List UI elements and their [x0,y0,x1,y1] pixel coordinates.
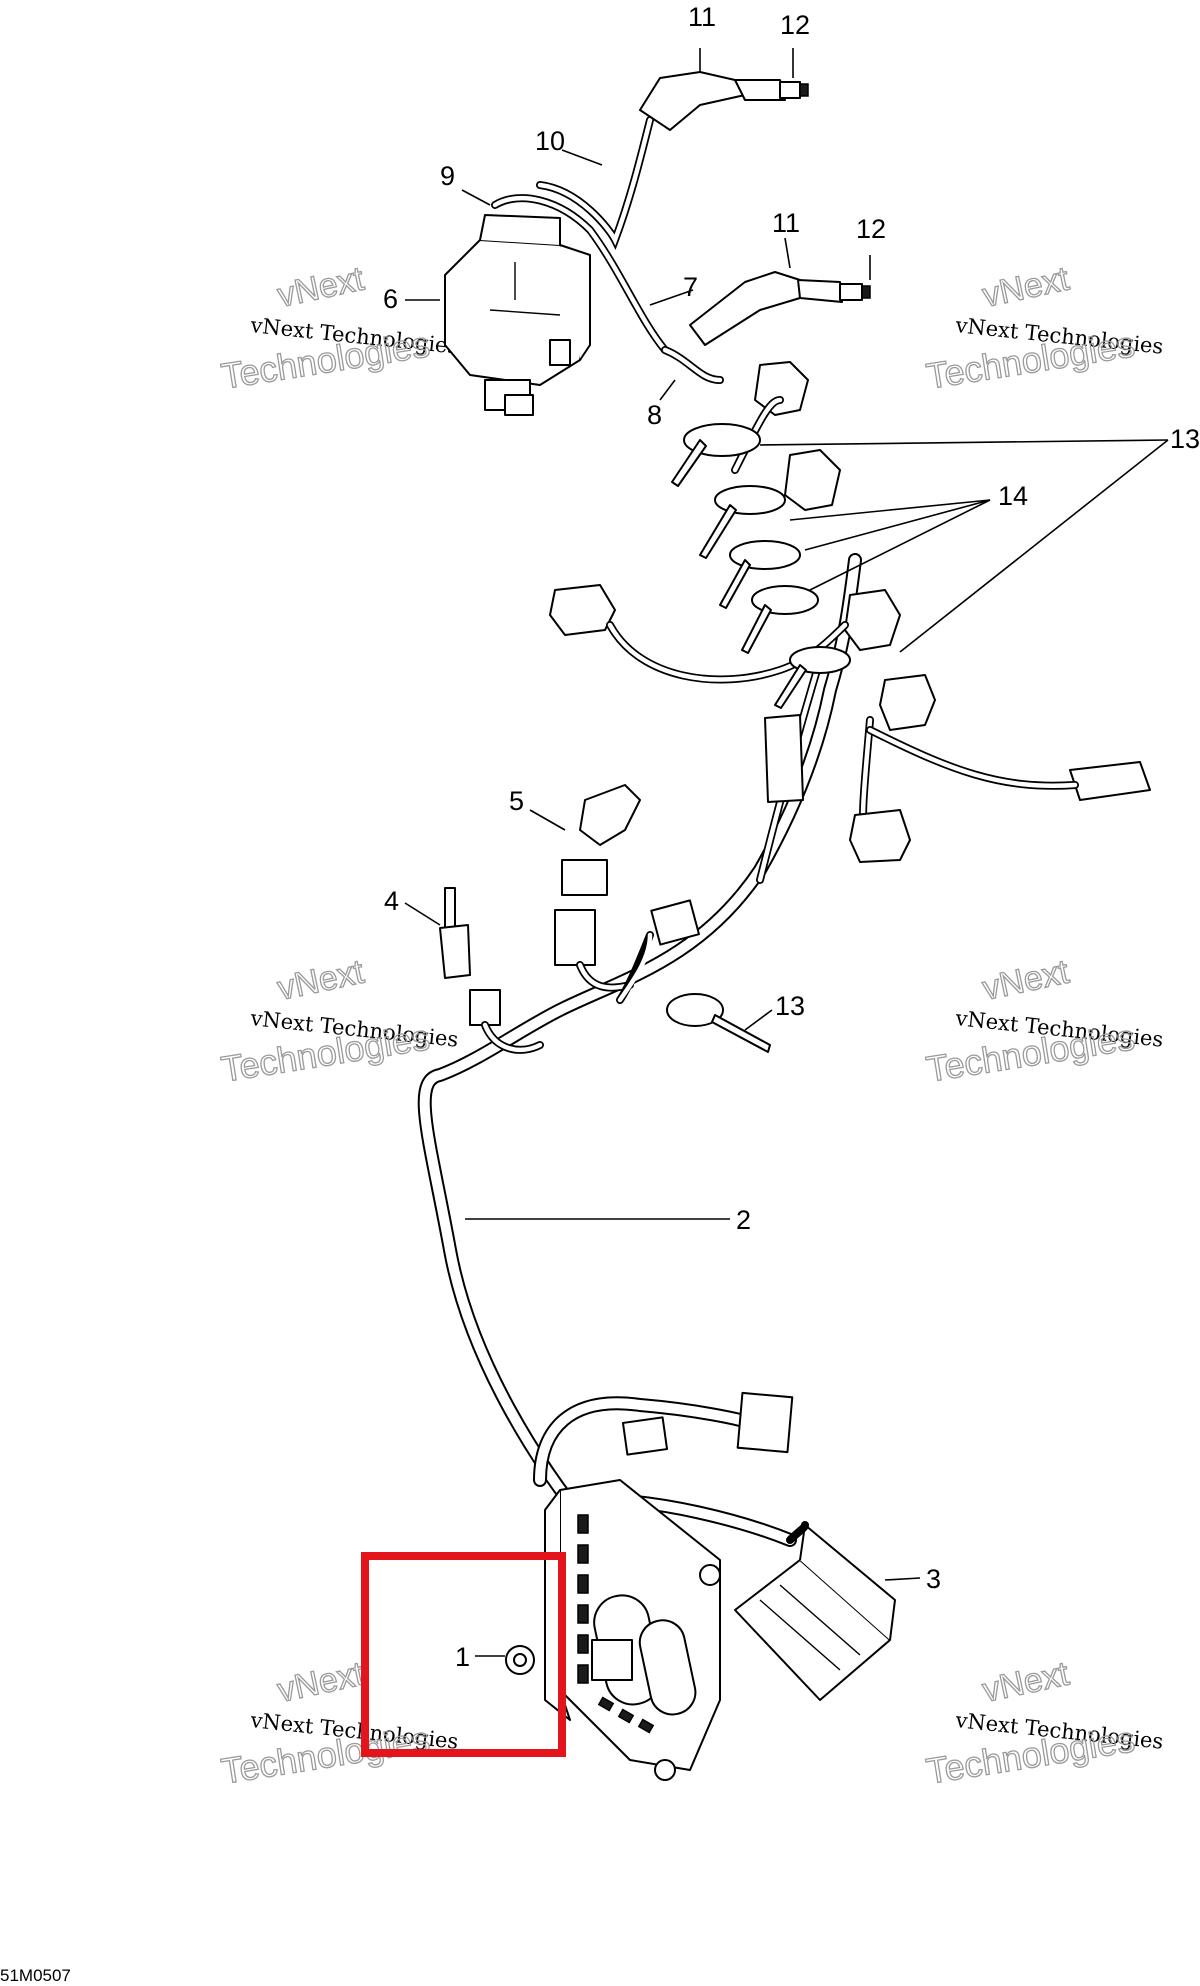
callout-13: 13 [775,991,805,1021]
callout-12: 12 [780,10,810,40]
sensors [439,784,700,1054]
watermark-brand-small: vNext [979,260,1072,315]
leader-lines [404,48,1169,1657]
callout-14: 14 [998,481,1028,511]
watermark-brand-small: vNext [979,1655,1072,1710]
callout-1: 1 [455,1642,470,1672]
callout-2: 2 [736,1205,751,1235]
callout-9: 9 [440,161,455,191]
callout-5: 5 [509,786,524,816]
drawing-code: 51M0507 [0,1966,71,1985]
callout-12: 12 [856,214,886,244]
callout-10: 10 [535,126,565,156]
fuse-box [505,1479,721,1781]
callout-7: 7 [683,272,698,302]
callout-11: 11 [772,208,800,238]
callout-3: 3 [926,1564,941,1594]
callout-8: 8 [647,400,662,430]
injector-connectors [549,361,1151,1053]
watermark-brand-small: vNext [274,1655,367,1710]
callouts: 11 12 10 9 11 12 7 6 8 13 14 5 4 13 2 3 … [383,2,1200,1672]
callout-6: 6 [383,284,398,314]
fuse-slots [577,1514,655,1734]
watermark-brand-small: vNext [274,953,367,1008]
callout-11: 11 [688,2,716,32]
highlight-box [361,1552,566,1757]
watermark-brand-small: vNext [274,260,367,315]
callout-13: 13 [1170,424,1200,454]
main-harness [417,553,874,1547]
ignition-coil-assembly [444,71,871,416]
watermark-brand-small: vNext [979,953,1072,1008]
callout-4: 4 [384,886,399,916]
connector-3 [734,1521,896,1701]
